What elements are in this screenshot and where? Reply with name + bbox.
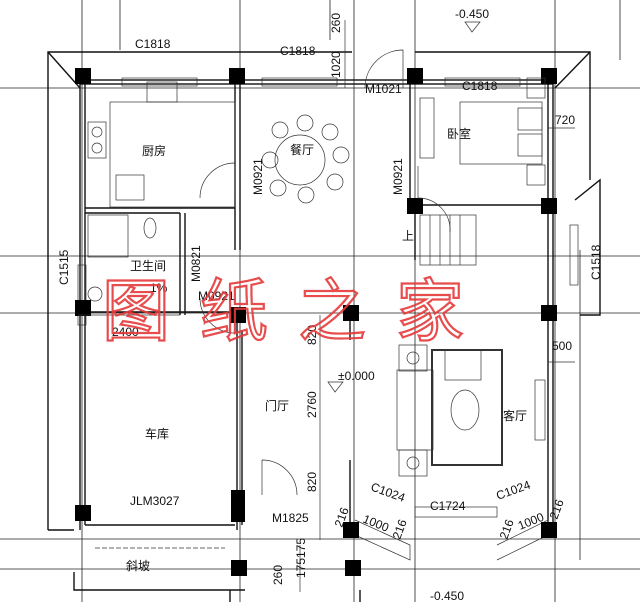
tv-cabinet-icon	[534, 379, 546, 441]
window-label: C1515	[57, 249, 71, 285]
door-label: M1021	[365, 82, 402, 96]
dimension-label: 2760	[305, 391, 319, 418]
labels: C1818 C1818 C1818 C1515 C1518 C1024 C172…	[57, 7, 603, 602]
window-label: C1518	[589, 244, 603, 280]
dimension-label: 175	[294, 538, 308, 558]
door-label: M0821	[189, 245, 203, 282]
structural-columns	[75, 68, 557, 576]
room-label-garage: 车库	[145, 426, 169, 441]
bed-icon	[459, 101, 543, 165]
stairs-icon	[419, 214, 477, 266]
room-label-living: 客厅	[503, 408, 527, 423]
dimension-label: 216	[332, 505, 352, 529]
watermark: 图纸之家	[102, 273, 494, 352]
slope-label: 1%	[150, 281, 168, 295]
dimension-label: 1000	[361, 512, 391, 535]
window-label: C1818	[462, 79, 498, 93]
coffee-table-icon	[450, 389, 480, 431]
dimension-lines	[78, 20, 575, 592]
dimension-label: 500	[552, 339, 572, 353]
door-label: M0921	[391, 158, 405, 195]
dimension-label: 1020	[329, 51, 343, 78]
door-label: M0921	[251, 158, 265, 195]
window-label: C1818	[280, 44, 316, 58]
door-label: M1825	[272, 511, 309, 525]
dimension-label: 216	[497, 517, 517, 541]
sink-icon	[146, 81, 178, 103]
dimension-label: 216	[547, 497, 567, 521]
room-label-bath: 卫生间	[130, 259, 166, 273]
rug-icon	[431, 349, 503, 466]
window-label: C1818	[135, 37, 171, 51]
dimension-label: 260	[329, 13, 343, 33]
dimension-label: 260	[271, 565, 285, 585]
door-label: M0921	[198, 289, 235, 303]
dimension-label: 175	[294, 558, 308, 578]
room-label-foyer: 门厅	[265, 398, 289, 413]
level-label: ±0.000	[338, 369, 375, 383]
stair-up-label: 上	[402, 229, 414, 243]
level-label: -0.450	[430, 589, 464, 602]
window-label: C1724	[430, 499, 466, 513]
level-label: -0.450	[455, 7, 489, 21]
windows	[77, 77, 579, 561]
dimension-label: 820	[305, 472, 319, 492]
room-label-bedroom: 卧室	[447, 126, 471, 141]
furniture	[87, 77, 546, 477]
dining-table-icon	[274, 134, 326, 186]
dimension-label: 720	[555, 113, 575, 127]
stove-icon	[87, 121, 107, 159]
room-label-kitchen: 厨房	[142, 143, 166, 158]
eave-outline	[47, 51, 601, 602]
window-label: C1024	[369, 480, 407, 505]
room-label-dining: 餐厅	[290, 142, 314, 157]
dimension-label: 820	[305, 325, 319, 345]
ramp-label: 斜坡	[126, 559, 150, 573]
dimension-label: 2400	[112, 325, 139, 339]
window-label: C1024	[494, 477, 532, 502]
door-label: JLM3027	[130, 494, 180, 508]
dining-chairs	[261, 114, 350, 204]
dimension-label: 216	[390, 517, 410, 541]
